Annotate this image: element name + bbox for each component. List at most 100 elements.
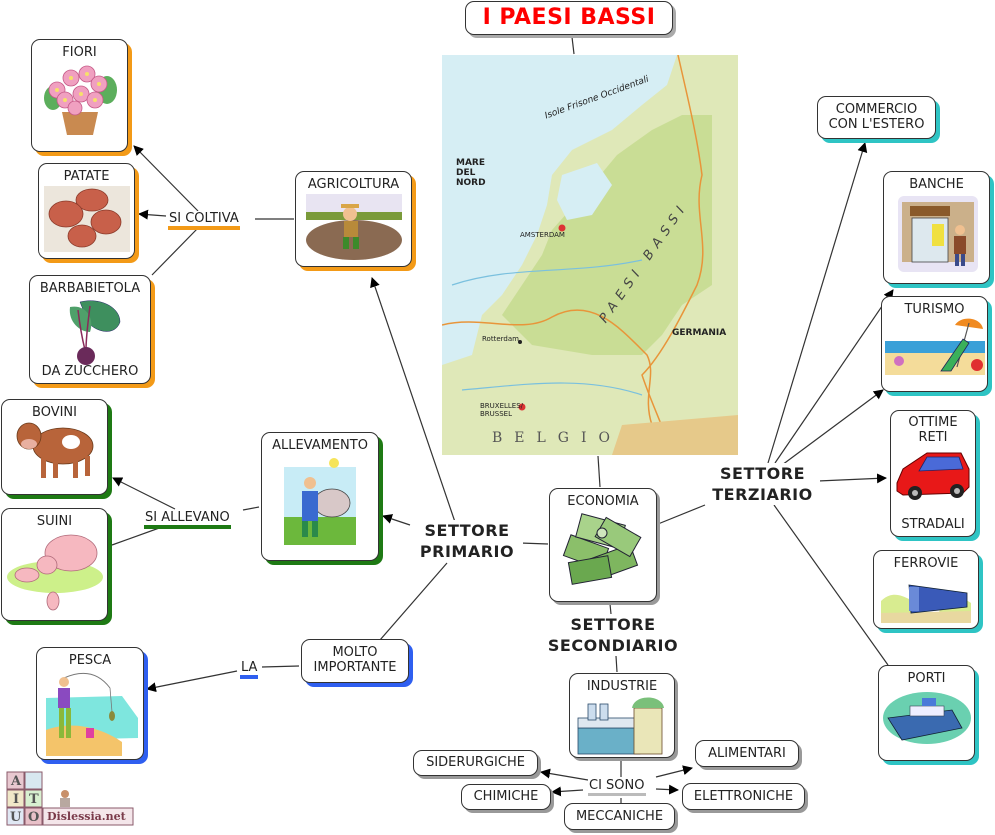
node-barbabietola[interactable]: BARBABIETOLA DA ZUCCHERO — [29, 275, 151, 384]
factory-icon — [577, 697, 664, 755]
node-allevamento-label: ALLEVAMENTO — [272, 438, 368, 453]
node-porti-label: PORTI — [907, 671, 946, 686]
node-barbabietola-label2: DA ZUCCHERO — [41, 364, 139, 379]
map-icon — [442, 55, 738, 455]
node-elettroniche[interactable]: ELETTRONICHE — [682, 783, 805, 810]
node-agricoltura-label: AGRICOLTURA — [307, 177, 400, 192]
link-la-pesca — [146, 670, 238, 693]
node-bovini[interactable]: BOVINI — [1, 399, 108, 495]
node-economia-label: ECONOMIA — [567, 494, 639, 509]
link-cisono-elettroniche — [655, 784, 679, 795]
link-label-si-coltiva: SI COLTIVA — [168, 211, 240, 230]
link-label-la: LA — [240, 660, 259, 679]
fishing-icon — [46, 672, 138, 756]
node-patate-label: PATATE — [63, 169, 110, 184]
sector-secondary[interactable]: SETTORE SECONDIARIO — [538, 614, 688, 656]
map-label-germany: GERMANIA — [672, 328, 727, 338]
node-turismo-label: TURISMO — [904, 302, 965, 317]
flowers-icon — [43, 65, 117, 135]
cattle-farmer-icon — [284, 458, 356, 545]
node-economia[interactable]: ECONOMIA — [549, 488, 657, 602]
page-title[interactable]: I PAESI BASSI — [465, 1, 673, 35]
link-cisono-alimentari — [655, 765, 693, 778]
dislessia-logo[interactable]: A I T U O Dislessia.net — [5, 770, 135, 830]
node-patate[interactable]: PATATE — [38, 163, 135, 259]
node-siderurgiche[interactable]: SIDERURGICHE — [413, 750, 538, 776]
link-economia-primario — [519, 542, 549, 545]
link-label-si-allevano: SI ALLEVANO — [144, 510, 231, 529]
node-banche[interactable]: BANCHE — [883, 171, 990, 284]
node-fiori[interactable]: FIORI — [31, 39, 128, 152]
node-meccaniche[interactable]: MECCANICHE — [564, 803, 675, 830]
node-elettroniche-label: ELETTRONICHE — [693, 789, 794, 804]
cow-icon — [16, 422, 93, 478]
sector-tertiary-line2: TERZIARIO — [712, 485, 813, 504]
node-agricoltura[interactable]: AGRICOLTURA — [295, 171, 412, 267]
node-industrie[interactable]: INDUSTRIE — [569, 673, 675, 758]
node-commercio-line2: CON L'ESTERO — [828, 117, 925, 132]
link-title-map — [571, 36, 575, 55]
link-primario-allevamento — [382, 514, 411, 526]
map-netherlands: MARE DEL NORD Isole Frisone Occidentali … — [442, 55, 738, 455]
node-allevamento[interactable]: ALLEVAMENTO — [261, 432, 379, 561]
sector-secondary-line2: SECONDIARIO — [547, 636, 679, 655]
node-reti-stradali[interactable]: OTTIME RETI STRADALI — [890, 410, 976, 537]
node-alimentari[interactable]: ALIMENTARI — [695, 740, 799, 767]
node-industrie-label: INDUSTRIE — [586, 679, 658, 694]
logo-blocks-icon: A I T U O — [6, 771, 134, 826]
link-cisono-chimiche — [551, 786, 584, 797]
node-porti[interactable]: PORTI — [878, 665, 975, 761]
node-suini-label: SUINI — [36, 514, 73, 529]
node-banche-label: BANCHE — [909, 177, 964, 192]
map-label-amsterdam: AMSTERDAM — [520, 231, 565, 239]
node-pesca[interactable]: PESCA — [36, 647, 144, 760]
link-secondario-industrie — [615, 655, 618, 673]
map-label-sea: MARE DEL NORD — [456, 158, 486, 188]
link-primario-molto — [379, 562, 448, 641]
link-terziario-banche — [774, 289, 894, 464]
ship-icon — [882, 692, 971, 744]
link-cisono-siderurgiche — [540, 768, 589, 781]
link-terziario-turismo — [781, 389, 884, 466]
sector-primary-line2: PRIMARIO — [419, 542, 515, 561]
link-sicoltiva-barbabietola — [151, 227, 199, 276]
map-label-bruxelles: BRUXELLES/ BRUSSEL — [480, 402, 524, 418]
node-molto-importante-line1: MOLTO — [332, 645, 378, 660]
sector-tertiary-line1: SETTORE — [720, 464, 805, 483]
logo-letter-o: O — [28, 810, 39, 825]
node-pesca-label: PESCA — [68, 653, 112, 668]
node-barbabietola-label: BARBABIETOLA — [39, 281, 141, 296]
node-ferrovie-label: FERROVIE — [893, 556, 959, 571]
node-commercio-line1: COMMERCIO — [835, 102, 918, 117]
logo-letter-u: U — [10, 810, 22, 825]
sector-secondary-line1: SETTORE — [570, 615, 656, 634]
money-icon — [562, 513, 642, 585]
node-turismo[interactable]: TURISMO — [881, 296, 988, 392]
logo-letter-i: I — [13, 792, 19, 807]
link-terziario-reti — [817, 473, 887, 484]
node-commercio[interactable]: COMMERCIO CON L'ESTERO — [817, 96, 936, 139]
node-chimiche[interactable]: CHIMICHE — [461, 784, 551, 810]
node-alimentari-label: ALIMENTARI — [708, 746, 786, 761]
beach-icon — [884, 318, 985, 375]
logo-text: Dislessia.net — [47, 810, 126, 823]
link-label-ci-sono: CI SONO — [588, 778, 646, 796]
potatoes-icon — [43, 186, 130, 252]
node-molto-importante[interactable]: MOLTO IMPORTANTE — [301, 639, 409, 683]
sector-primary[interactable]: SETTORE PRIMARIO — [411, 520, 523, 562]
link-map-economia — [597, 455, 601, 488]
bank-icon — [897, 196, 978, 272]
link-allevamento-siallevano — [242, 506, 260, 511]
sector-tertiary[interactable]: SETTORE TERZIARIO — [705, 463, 820, 505]
pig-icon — [6, 534, 103, 611]
node-reti-line1: OTTIME — [908, 415, 958, 430]
beet-icon — [69, 300, 121, 365]
link-molto-la — [261, 665, 300, 668]
node-ferrovie[interactable]: FERROVIE — [873, 550, 979, 629]
node-suini[interactable]: SUINI — [1, 508, 108, 621]
train-icon — [881, 584, 971, 623]
link-economia-secondario — [609, 603, 612, 615]
link-siallevano-bovini — [112, 477, 176, 510]
logo-letter-a: A — [10, 774, 22, 789]
farmer-icon — [305, 194, 402, 260]
